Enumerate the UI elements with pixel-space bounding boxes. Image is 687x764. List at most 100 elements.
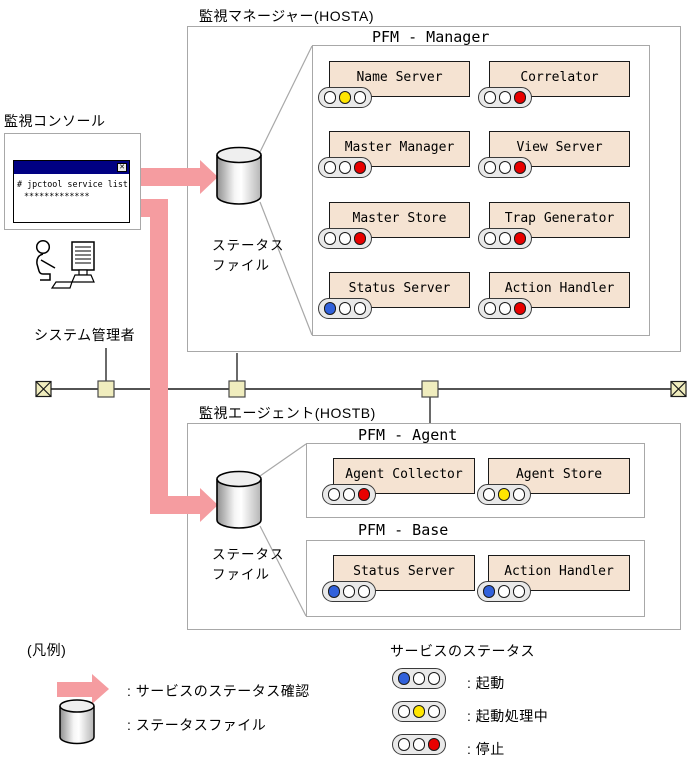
- status-light: [513, 302, 527, 315]
- status-file-label: ステータス ファイル: [212, 547, 285, 582]
- service-box: Trap Generator: [478, 202, 630, 249]
- legend-heading: (凡例): [27, 642, 67, 658]
- status-light: [498, 302, 512, 315]
- service-box: Action Handler: [478, 272, 630, 319]
- service-box: Agent Collector: [322, 458, 475, 505]
- network-terminator-right-icon: [670, 380, 687, 398]
- console-box: [4, 133, 141, 230]
- status-light: [338, 302, 352, 315]
- callout-line: [259, 201, 313, 336]
- pfm-base-box: [306, 540, 645, 617]
- status-light: [498, 161, 512, 174]
- service-name: Action Handler: [504, 281, 615, 296]
- status-light: [483, 91, 497, 104]
- status-light: [483, 161, 497, 174]
- status-file-label: ステータス ファイル: [212, 238, 285, 273]
- status-check-arrow: [141, 168, 200, 186]
- service-name: Master Store: [352, 211, 447, 226]
- status-lights: [318, 87, 372, 108]
- pfm-manager-label: PFM - Manager: [372, 28, 490, 46]
- legend-arrow-head-icon: [92, 674, 109, 704]
- console-title: 監視コンソール: [4, 113, 106, 129]
- network-tap-icon: [421, 380, 439, 398]
- status-light: [353, 232, 367, 245]
- agent-host-title: 監視エージェント(HOSTB): [199, 405, 376, 421]
- status-legend-heading: サービスのステータス: [390, 643, 535, 659]
- service-box: View Server: [478, 131, 630, 178]
- status-light: [342, 585, 356, 598]
- status-lights: [478, 87, 532, 108]
- terminal-window: ✕ # jpctool service list *************: [13, 160, 130, 223]
- status-legend-label: : 停止: [467, 741, 505, 757]
- status-light: [338, 161, 352, 174]
- status-light: [397, 672, 411, 685]
- status-light: [513, 161, 527, 174]
- status-light: [512, 488, 526, 501]
- status-lights: [477, 484, 531, 505]
- terminal-titlebar: ✕: [14, 161, 129, 174]
- status-light: [323, 232, 337, 245]
- status-light: [412, 738, 426, 751]
- legend-cylinder-label: : ステータスファイル: [127, 717, 267, 733]
- status-light: [357, 488, 371, 501]
- close-icon[interactable]: ✕: [117, 163, 127, 172]
- status-light: [412, 705, 426, 718]
- status-file-cylinder: [215, 145, 263, 212]
- status-light: [482, 585, 496, 598]
- network-tap-icon: [228, 380, 246, 398]
- pfm-manager-box: [312, 45, 650, 336]
- status-light: [513, 91, 527, 104]
- status-light: [483, 302, 497, 315]
- administrator-icon: [30, 237, 102, 296]
- service-name: Action Handler: [504, 564, 614, 579]
- status-light: [357, 585, 371, 598]
- status-lights: [478, 157, 532, 178]
- manager-host-title: 監視マネージャー(HOSTA): [199, 8, 375, 24]
- agent-host-box: [187, 423, 681, 630]
- callout-line: [259, 443, 307, 477]
- service-name: View Server: [516, 140, 603, 155]
- status-check-arrow: [150, 496, 200, 514]
- status-lights: [477, 581, 531, 602]
- status-legend-label: : 起動: [467, 675, 505, 691]
- status-lights: [322, 581, 376, 602]
- status-light: [353, 302, 367, 315]
- status-lights: [392, 668, 446, 689]
- status-light: [412, 672, 426, 685]
- status-light: [498, 232, 512, 245]
- status-light: [427, 738, 441, 751]
- network-tap-icon: [97, 380, 115, 398]
- status-light: [513, 232, 527, 245]
- service-box: Master Store: [318, 202, 470, 249]
- service-box: Master Manager: [318, 131, 470, 178]
- status-lights: [392, 734, 446, 755]
- status-light: [327, 488, 341, 501]
- pfm-agent-box: [306, 443, 645, 518]
- status-light: [327, 585, 341, 598]
- status-lights: [322, 484, 376, 505]
- pfm-base-label: PFM - Base: [358, 521, 449, 539]
- status-lights: [318, 298, 372, 319]
- status-lights: [392, 701, 446, 722]
- status-light: [323, 302, 337, 315]
- service-name: Agent Collector: [345, 467, 463, 482]
- terminal-output: *************: [24, 191, 90, 201]
- service-box: Status Server: [318, 272, 470, 319]
- status-light: [342, 488, 356, 501]
- status-lights: [478, 228, 532, 249]
- service-box: Name Server: [318, 61, 470, 108]
- status-light: [338, 232, 352, 245]
- service-name: Correlator: [520, 70, 599, 85]
- service-box: Correlator: [478, 61, 630, 108]
- status-light: [397, 705, 411, 718]
- status-light: [497, 488, 511, 501]
- legend-cylinder-icon: [58, 698, 96, 751]
- status-light: [497, 585, 511, 598]
- admin-label: システム管理者: [34, 327, 136, 343]
- legend-arrow-label: : サービスのステータス確認: [127, 683, 310, 699]
- terminal-command: # jpctool service list: [17, 179, 128, 189]
- network-terminator-left-icon: [35, 380, 52, 398]
- arrow-head-icon: [200, 160, 218, 194]
- service-name: Status Server: [353, 564, 455, 579]
